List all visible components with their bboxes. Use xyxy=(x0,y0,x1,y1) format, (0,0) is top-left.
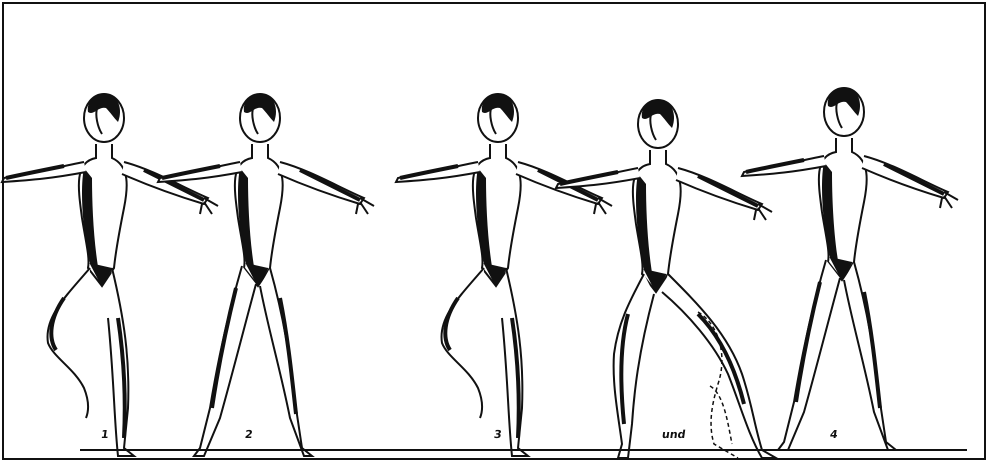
count-label-4: 4 xyxy=(829,428,838,441)
count-label-und: und xyxy=(661,428,686,441)
count-baseline xyxy=(80,449,967,451)
